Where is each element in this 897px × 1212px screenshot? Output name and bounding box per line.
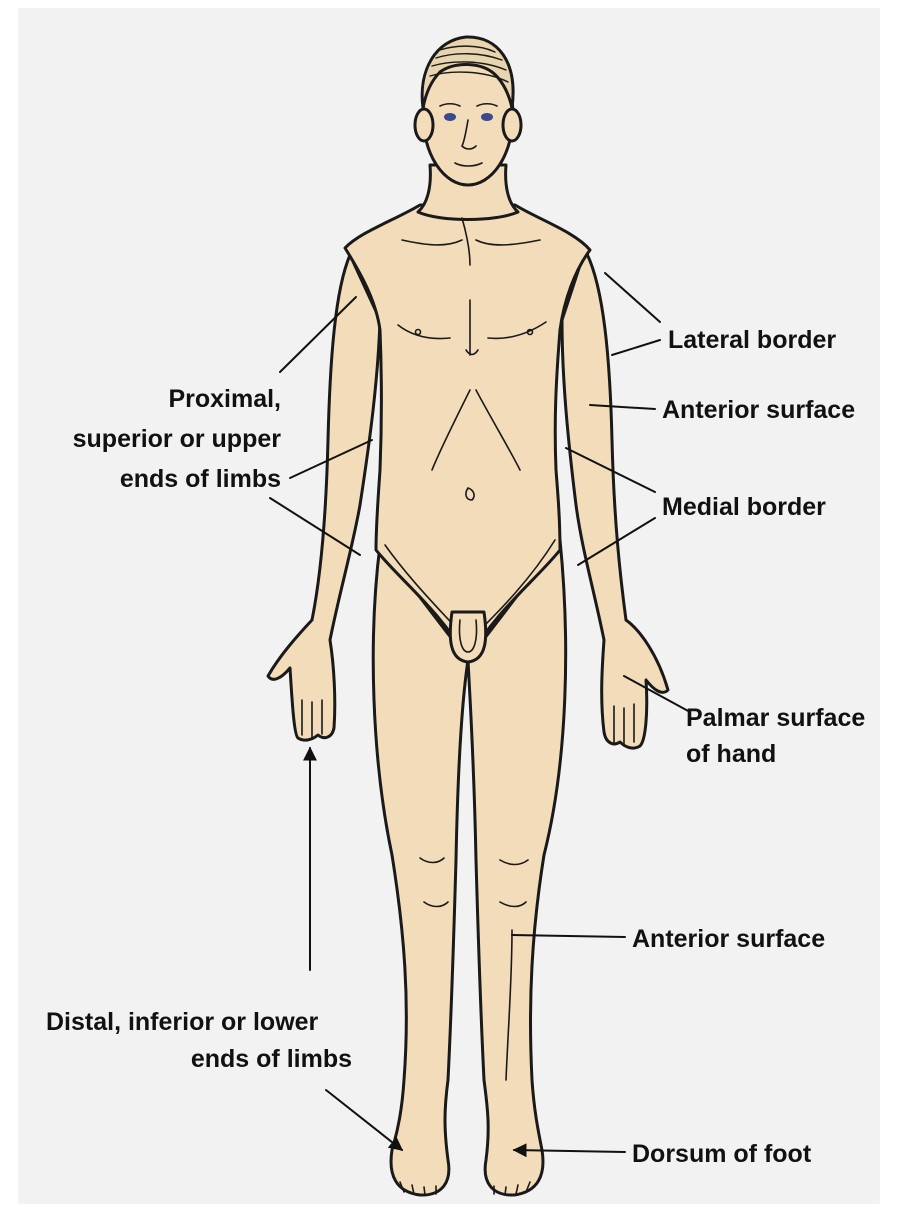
label-proximal-line2: superior or upper xyxy=(73,425,282,453)
right-eye xyxy=(481,113,493,121)
left-ear xyxy=(415,109,433,141)
label-medial-border: Medial border xyxy=(662,493,826,521)
label-palmar-surface-line1: Palmar surface xyxy=(686,704,865,732)
label-palmar-surface-line2: of hand xyxy=(686,740,776,768)
label-proximal-line3: ends of limbs xyxy=(120,465,281,493)
right-ear xyxy=(503,109,521,141)
left-eye xyxy=(444,113,456,121)
label-dorsum-of-foot: Dorsum of foot xyxy=(632,1140,812,1168)
label-anterior-surface-arm: Anterior surface xyxy=(662,396,855,424)
label-distal-line2: ends of limbs xyxy=(191,1045,352,1073)
label-lateral-border: Lateral border xyxy=(668,326,836,354)
label-anterior-surface-leg: Anterior surface xyxy=(632,925,825,953)
label-proximal-line1: Proximal, xyxy=(168,385,281,413)
label-distal-line1: Distal, inferior or lower xyxy=(46,1008,319,1036)
genitals xyxy=(450,612,485,662)
